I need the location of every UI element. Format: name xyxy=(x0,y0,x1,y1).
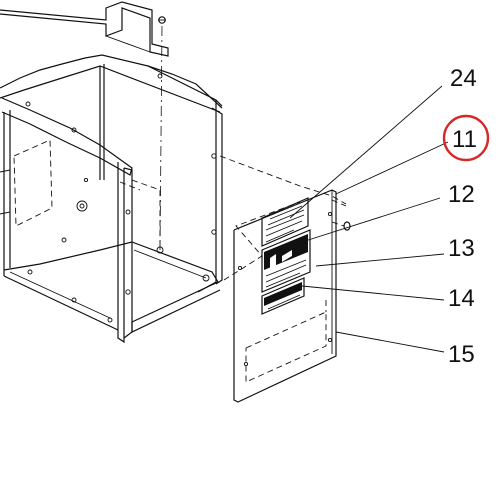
front-panel xyxy=(233,189,337,403)
leader-15 xyxy=(335,331,445,353)
leader-11 xyxy=(335,141,449,195)
callout-12: 12 xyxy=(448,181,475,208)
highlight-circle xyxy=(442,114,490,162)
leader-12 xyxy=(301,197,441,243)
mounting-bracket xyxy=(0,1,169,57)
warning-decal-bottom xyxy=(261,277,305,315)
warning-decal-top xyxy=(261,197,309,247)
callout-24: 24 xyxy=(450,65,477,92)
callout-11: 11 xyxy=(452,126,477,153)
leader-14 xyxy=(301,285,445,301)
centerline-vertical xyxy=(159,25,163,251)
leader-13 xyxy=(315,253,445,267)
screw-part-12 xyxy=(331,221,351,231)
callout-14: 14 xyxy=(448,285,475,312)
callout-13: 13 xyxy=(448,235,475,262)
warning-decal-middle xyxy=(261,229,311,293)
explode-path-lines xyxy=(219,155,347,281)
leader-24 xyxy=(289,85,443,219)
leader-lines xyxy=(289,85,449,353)
cabinet-enclosure xyxy=(0,54,223,344)
callout-15: 15 xyxy=(448,341,475,368)
